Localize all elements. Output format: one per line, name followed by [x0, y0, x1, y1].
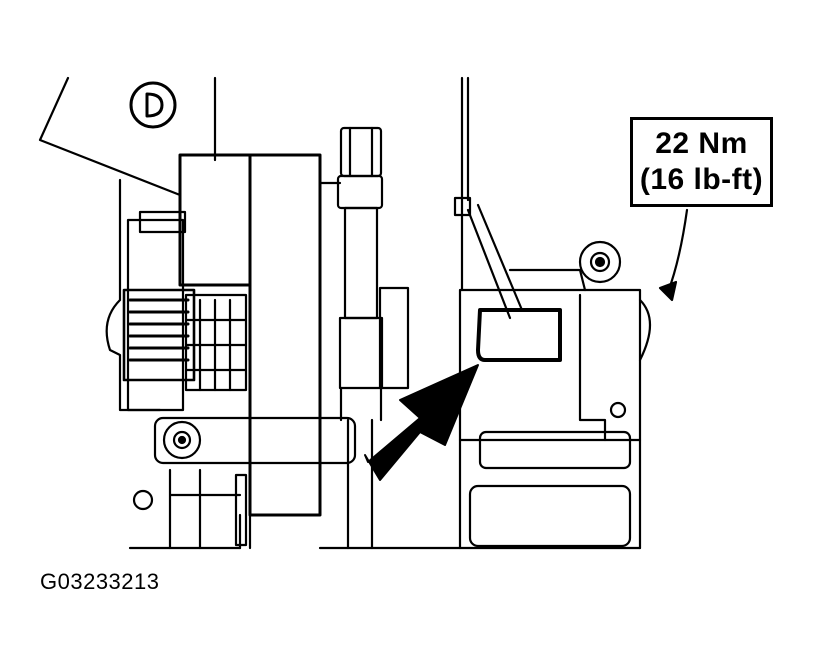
bolt-upper-right — [578, 240, 622, 284]
pointer-arrow-icon — [364, 364, 479, 481]
torque-spec-label: 22 Nm (16 lb-ft) — [630, 117, 773, 207]
lever-arm — [453, 196, 524, 320]
lower-left-detail — [132, 468, 248, 550]
left-housing — [105, 178, 248, 412]
valve-block — [178, 153, 342, 550]
callout-marker-icon — [129, 81, 177, 129]
torque-metric: 22 Nm — [655, 127, 748, 160]
wire-line — [460, 76, 470, 292]
torque-leader-line — [658, 208, 689, 302]
figure-id: G03233213 — [40, 569, 160, 594]
right-body — [458, 268, 651, 550]
torque-imperial: (16 lb-ft) — [639, 163, 764, 196]
upper-left-bracket — [38, 76, 217, 197]
center-fitting — [336, 126, 410, 550]
bolt-lower-left — [153, 416, 357, 465]
